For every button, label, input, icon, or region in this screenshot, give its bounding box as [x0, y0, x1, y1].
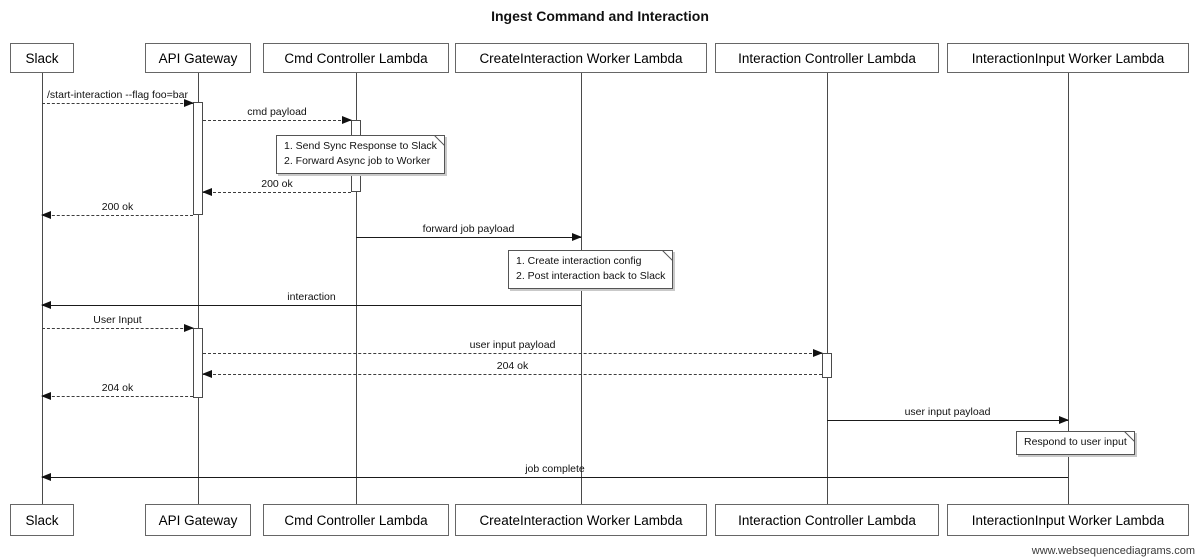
- arrowhead-icon: [184, 324, 194, 332]
- message-job-complete: job complete: [41, 463, 1068, 481]
- message-line: [203, 120, 351, 121]
- participant-api-gateway-bottom: API Gateway: [145, 504, 251, 536]
- participant-label: CreateInteraction Worker Lambda: [479, 50, 683, 66]
- message-line: [356, 237, 581, 238]
- participant-createinteraction-worker-top: CreateInteraction Worker Lambda: [455, 43, 707, 73]
- lifeline-slack: [41, 73, 43, 504]
- participant-createinteraction-worker-bottom: CreateInteraction Worker Lambda: [455, 504, 707, 536]
- arrowhead-icon: [813, 349, 823, 357]
- participant-label: Interaction Controller Lambda: [738, 50, 916, 66]
- arrowhead-icon: [202, 370, 212, 378]
- message-user-input: User Input: [42, 314, 194, 332]
- message-label: job complete: [525, 463, 585, 475]
- message-label: 204 ok: [496, 360, 529, 372]
- participant-label: Slack: [25, 512, 59, 528]
- message-cmd-payload: cmd payload: [203, 106, 352, 124]
- participant-label: Interaction Controller Lambda: [738, 512, 916, 528]
- participant-slack-top: Slack: [10, 43, 74, 73]
- participant-interactioninput-worker-top: InteractionInput Worker Lambda: [947, 43, 1189, 73]
- arrowhead-icon: [41, 211, 51, 219]
- participant-api-gateway-top: API Gateway: [145, 43, 251, 73]
- message-label: 204 ok: [101, 382, 134, 394]
- message-user-input-payload-dashed: user input payload: [203, 339, 823, 357]
- note-text: Respond to user input: [1024, 436, 1127, 448]
- message-line: [42, 215, 193, 216]
- message-line: [203, 192, 351, 193]
- participant-cmd-controller-top: Cmd Controller Lambda: [263, 43, 449, 73]
- participant-interactioninput-worker-bottom: InteractionInput Worker Lambda: [947, 504, 1189, 536]
- activation-api-gateway-2: [193, 328, 203, 398]
- participant-label: API Gateway: [158, 512, 238, 528]
- note-fold-icon: [1123, 431, 1135, 442]
- participant-cmd-controller-bottom: Cmd Controller Lambda: [263, 504, 449, 536]
- message-start-interaction: /start-interaction --flag foo=bar: [42, 89, 194, 107]
- message-200-ok-to-gateway: 200 ok: [202, 178, 351, 196]
- note-text: 2. Forward Async job to Worker: [284, 155, 431, 167]
- diagram-title: Ingest Command and Interaction: [491, 8, 709, 24]
- activation-api-gateway-1: [193, 102, 203, 215]
- arrowhead-icon: [41, 392, 51, 400]
- message-label: user input payload: [904, 406, 991, 418]
- message-204-ok-to-slack: 204 ok: [41, 382, 193, 400]
- message-line: [203, 353, 822, 354]
- message-line: [203, 374, 822, 375]
- message-line: [42, 396, 193, 397]
- note-interactioninput-worker: Respond to user input: [1016, 431, 1135, 455]
- arrowhead-icon: [184, 99, 194, 107]
- message-line: [42, 328, 193, 329]
- message-label: user input payload: [469, 339, 556, 351]
- participant-label: Cmd Controller Lambda: [284, 512, 428, 528]
- message-forward-job-payload: forward job payload: [356, 223, 582, 241]
- participant-label: API Gateway: [158, 50, 238, 66]
- message-label: forward job payload: [422, 223, 515, 235]
- participant-label: InteractionInput Worker Lambda: [971, 512, 1165, 528]
- arrowhead-icon: [41, 473, 51, 481]
- participant-label: Slack: [25, 50, 59, 66]
- note-text: 1. Create interaction config: [516, 255, 642, 267]
- message-line: [42, 305, 581, 306]
- message-label: 200 ok: [261, 178, 293, 190]
- note-cmd-controller: 1. Send Sync Response to Slack 2. Forwar…: [276, 135, 445, 174]
- participant-label: Cmd Controller Lambda: [284, 50, 428, 66]
- websequencediagrams-watermark: www.websequencediagrams.com: [1031, 545, 1195, 557]
- participant-label: CreateInteraction Worker Lambda: [479, 512, 683, 528]
- message-204-ok-to-gateway: 204 ok: [202, 360, 822, 378]
- lifeline-interaction-controller: [826, 73, 828, 504]
- arrowhead-icon: [202, 188, 212, 196]
- lifeline-cmd-controller: [355, 73, 357, 504]
- message-label: /start-interaction --flag foo=bar: [47, 89, 188, 101]
- message-line: [42, 477, 1068, 478]
- participant-label: InteractionInput Worker Lambda: [971, 50, 1165, 66]
- message-label: cmd payload: [247, 106, 307, 118]
- participant-interaction-controller-top: Interaction Controller Lambda: [715, 43, 939, 73]
- note-text: 2. Post interaction back to Slack: [516, 270, 666, 282]
- arrowhead-icon: [572, 233, 582, 241]
- message-label: interaction: [287, 291, 336, 303]
- message-user-input-payload-solid: user input payload: [827, 406, 1069, 424]
- activation-interaction-controller: [822, 353, 832, 378]
- arrowhead-icon: [342, 116, 352, 124]
- message-line: [827, 420, 1068, 421]
- lifeline-api-gateway: [197, 73, 199, 504]
- note-createinteraction-worker: 1. Create interaction config 2. Post int…: [508, 250, 674, 289]
- message-label: 200 ok: [101, 201, 134, 213]
- note-text: 1. Send Sync Response to Slack: [284, 140, 437, 152]
- message-200-ok-to-slack: 200 ok: [41, 201, 193, 219]
- message-line: [42, 103, 193, 104]
- message-interaction: interaction: [41, 291, 581, 309]
- note-fold-icon: [662, 250, 674, 261]
- arrowhead-icon: [1059, 416, 1069, 424]
- participant-interaction-controller-bottom: Interaction Controller Lambda: [715, 504, 939, 536]
- lifeline-interactioninput-worker: [1067, 73, 1069, 504]
- note-fold-icon: [433, 135, 445, 146]
- participant-slack-bottom: Slack: [10, 504, 74, 536]
- message-label: User Input: [93, 314, 142, 326]
- arrowhead-icon: [41, 301, 51, 309]
